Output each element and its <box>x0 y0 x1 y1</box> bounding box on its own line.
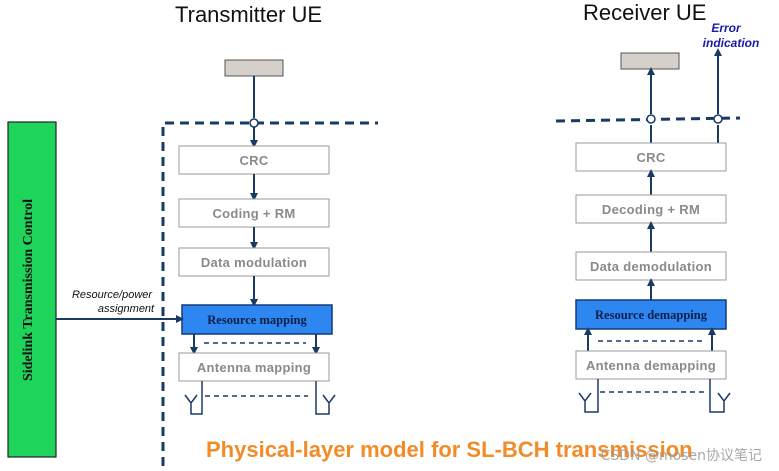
tx-resource-mapping-block <box>181 304 333 335</box>
error-indication-label-1: Error <box>711 21 742 35</box>
tx-crc-block <box>178 145 330 175</box>
receiver-title: Receiver UE <box>583 0 706 25</box>
transmitter-title: Transmitter UE <box>175 2 322 27</box>
rx-antenna-demapping-block <box>575 350 727 380</box>
tx-antenna-right-icon <box>315 381 336 415</box>
tx-antenna-mapping-label: Antenna mapping <box>197 360 311 375</box>
diagram-caption: Physical-layer model for SL-BCH transmis… <box>206 437 693 462</box>
resource-power-label-1: Resource/power <box>72 289 153 301</box>
rx-decoding-block <box>575 194 727 224</box>
tx-coding-label: Coding + RM <box>212 206 295 221</box>
rx-antenna-right-icon <box>709 379 731 413</box>
rx-decoding-label: Decoding + RM <box>602 202 700 217</box>
tx-crc-label: CRC <box>239 153 268 168</box>
rx-resource-demapping-label: Resource demapping <box>595 308 708 322</box>
sidelink-control-label: Sidelink Transmission Control <box>21 199 36 381</box>
tx-coding-block <box>178 198 330 228</box>
sidelink-control-panel <box>7 121 57 458</box>
rx-transport-block <box>620 52 680 70</box>
rx-resource-demapping-block <box>575 299 727 330</box>
rx-junction-data <box>646 114 656 124</box>
rx-junction-error <box>713 114 723 124</box>
tx-transport-block <box>224 59 284 77</box>
tx-modulation-label: Data modulation <box>201 255 307 270</box>
tx-junction <box>249 118 259 128</box>
tx-antenna-left-icon <box>184 381 203 415</box>
rx-crc-block <box>575 142 727 172</box>
rx-crc-label: CRC <box>636 150 665 165</box>
rx-demodulation-block <box>575 251 727 281</box>
tx-resource-mapping-label: Resource mapping <box>207 313 307 327</box>
resource-power-label-2: assignment <box>98 303 155 315</box>
tx-antenna-mapping-block <box>178 352 330 382</box>
rx-demodulation-label: Data demodulation <box>590 259 712 274</box>
rx-antenna-left-icon <box>578 379 599 413</box>
tx-boundary-dashed <box>161 121 378 466</box>
rx-antenna-demapping-label: Antenna demapping <box>586 358 716 373</box>
error-indication-label-2: indication <box>703 36 760 50</box>
csdn-watermark: CSDN @mosen协议笔记 <box>601 448 762 464</box>
